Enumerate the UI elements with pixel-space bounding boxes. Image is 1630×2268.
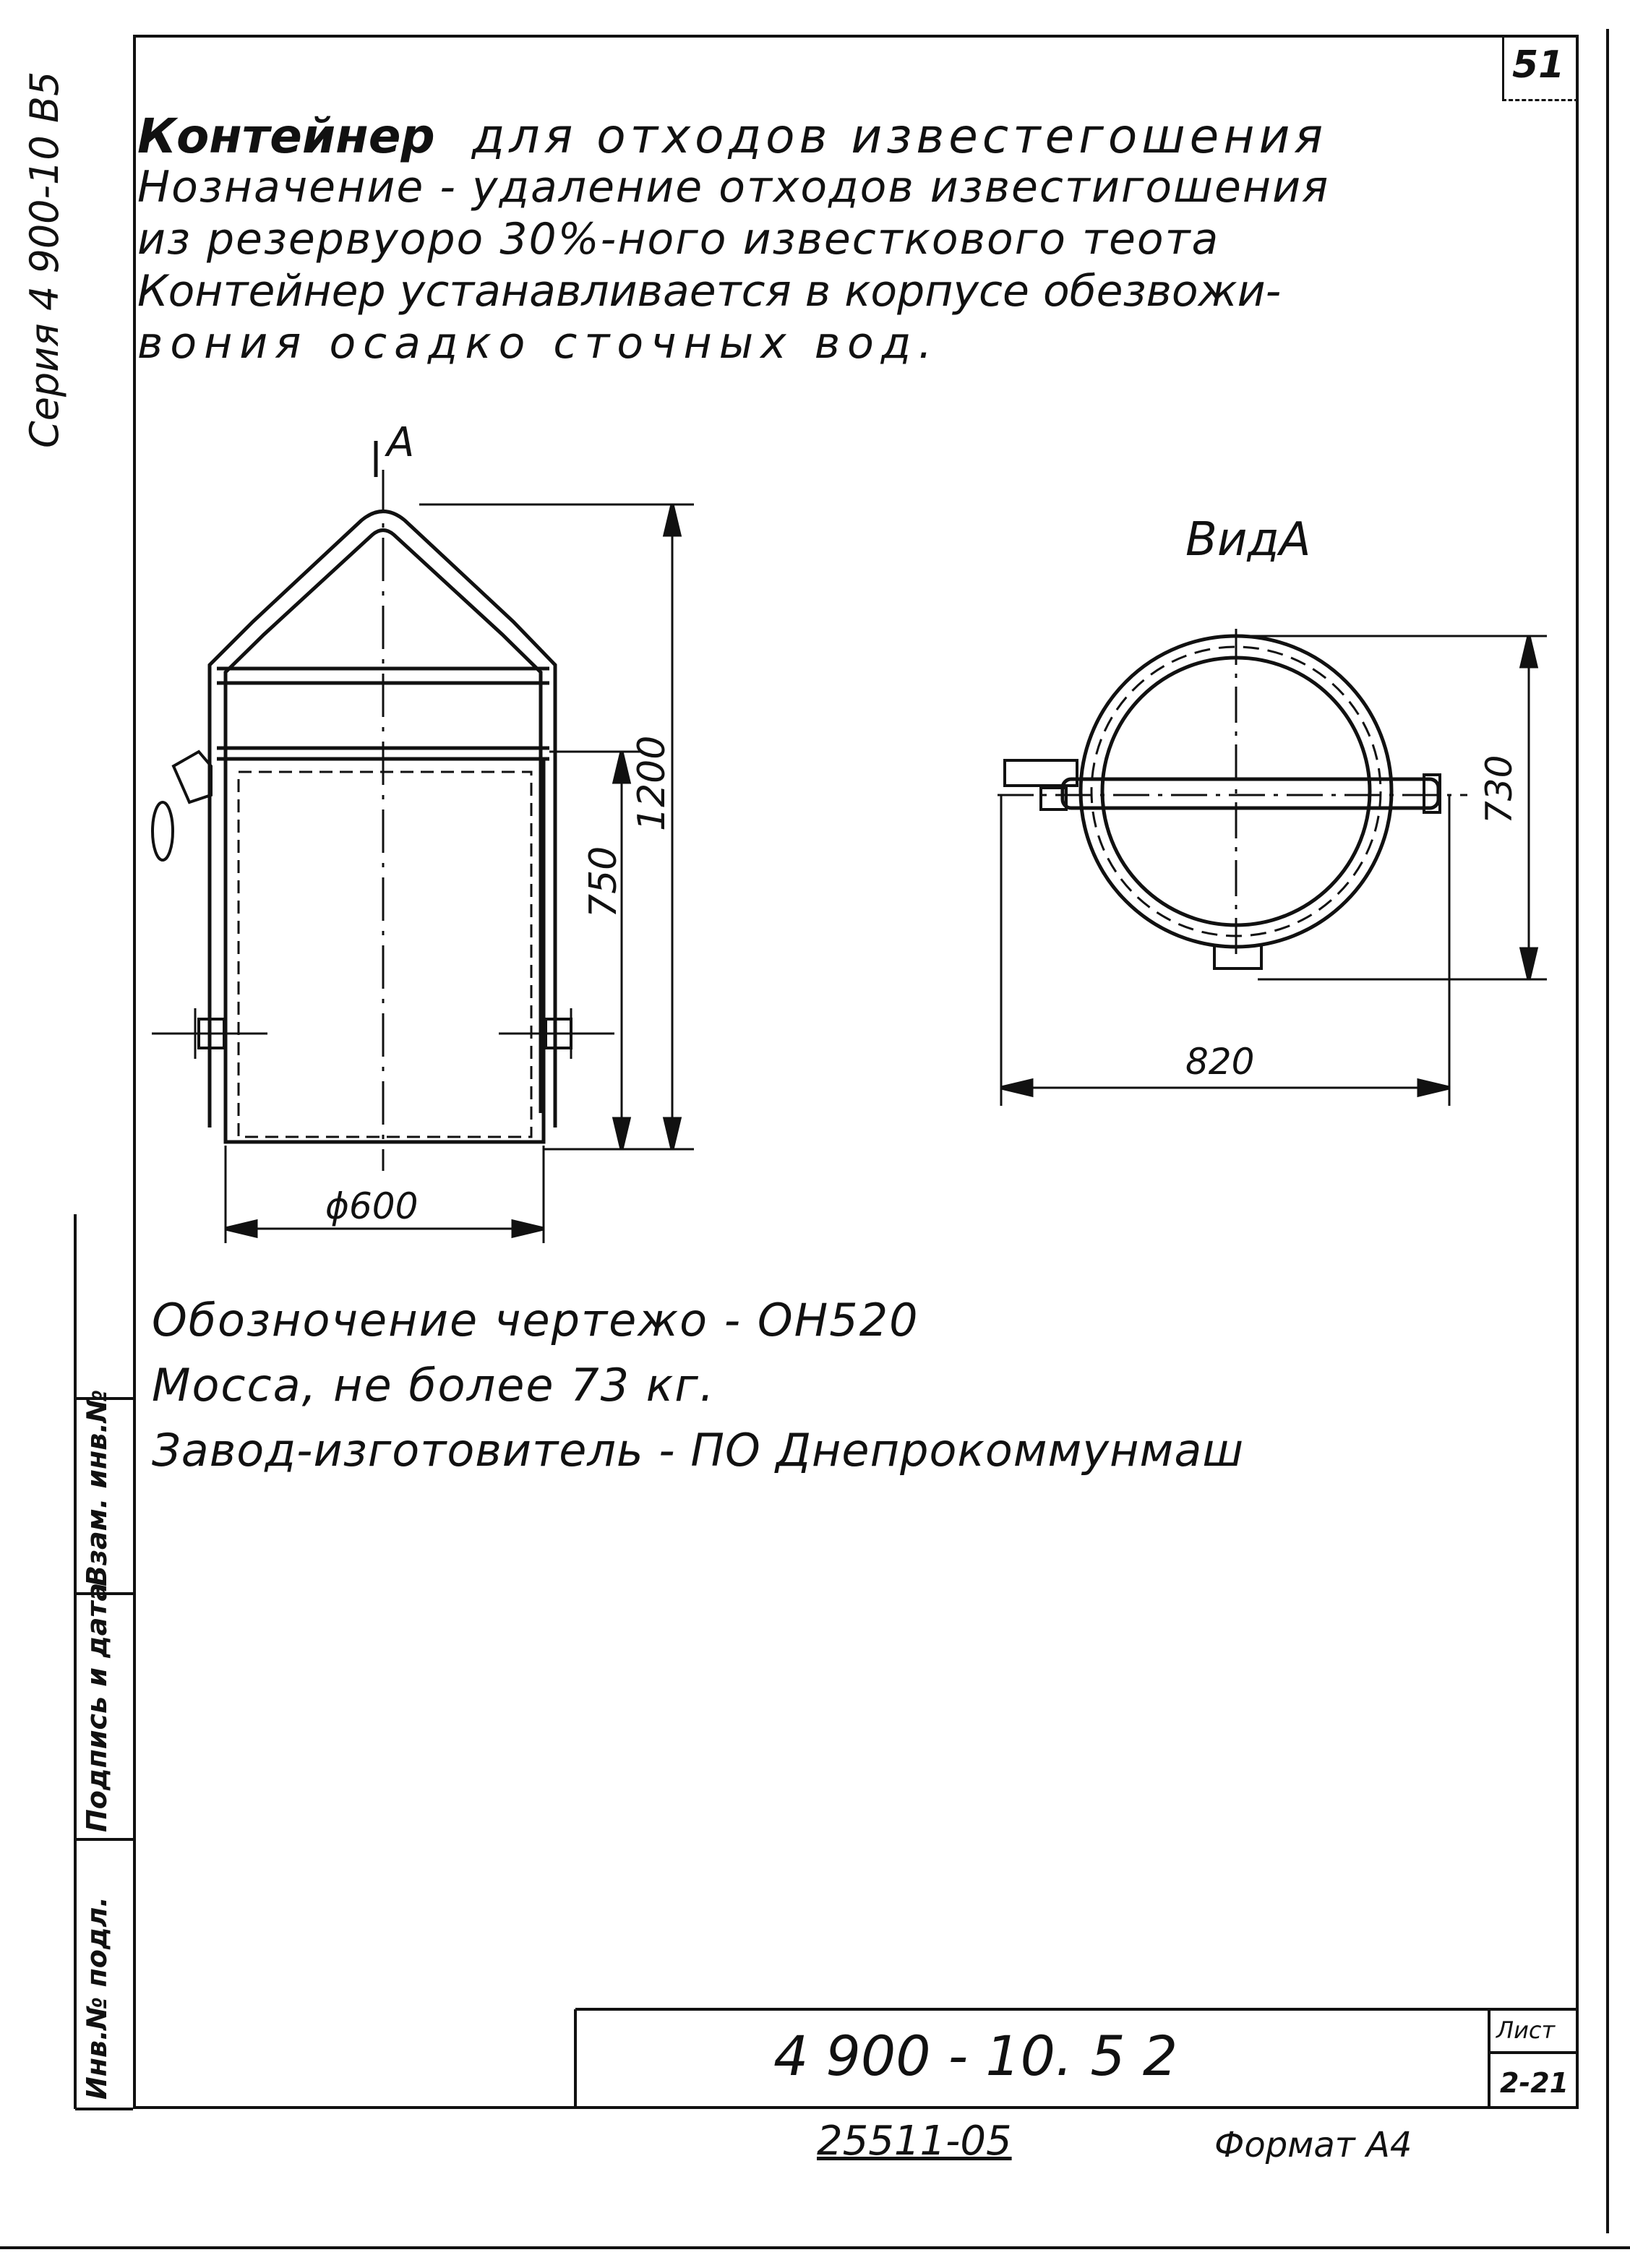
stamp-signature-date: Подпись и дата [81,1582,113,1832]
title-line: Контейнер для отходов известегошения [137,108,1327,164]
footer-format: Формат А4 [1214,2125,1412,2165]
container-body [223,757,546,1144]
description-line-1: Нозначение - удаление отходов известигош… [137,162,1330,212]
top-view [998,629,1547,1106]
sheet-value: 2-21 [1500,2067,1569,2099]
sheet-number: 51 [1512,43,1565,87]
stamp-inv-podl: Инв.№ подл. [81,1897,113,2100]
dim-750-label: 750 [582,846,625,918]
dim-820-label: 820 [1185,1041,1255,1083]
front-view [151,441,694,1243]
dim-diameter-label: ϕ600 [325,1185,419,1227]
sheet-number-box [1502,35,1579,101]
info-line-1: Обозночение чертежо - ОН520 [152,1294,919,1346]
dim-730-label: 730 [1478,755,1520,824]
outer-border-bottom [0,2246,1630,2249]
title-bold: Контейнер [137,108,435,164]
sheet-label: Лист [1496,2016,1556,2044]
lower-frame-lines [74,1214,1579,2110]
description-line-4: вония осадко сточных вод. [137,318,940,369]
sheet-frame [133,35,1579,2109]
top-view-bar [1060,777,1441,810]
info-line-2: Мосса, не более 73 кг. [152,1359,716,1412]
stamp-vzam-inv: Взам. инв.№ [81,1389,113,1587]
dim-1200-label: 1200 [630,735,674,831]
info-line-3: Завод-изготовитель - ПО Днепрокоммунмаш [152,1424,1245,1477]
title-rest: для отходов известегошения [471,108,1328,164]
section-marker-label: А [387,419,415,466]
footer-number: 25511-05 [817,2118,1012,2165]
description-line-3: Контейнер устанавливается в корпусе обез… [137,266,1282,317]
description-line-2: из резервуоро 30%-ного известкового теот… [137,214,1220,265]
view-label: ВидА [1185,513,1311,567]
outer-border-right [1606,29,1609,2233]
document-code: 4 900 - 10. 5 2 [773,2024,1178,2088]
